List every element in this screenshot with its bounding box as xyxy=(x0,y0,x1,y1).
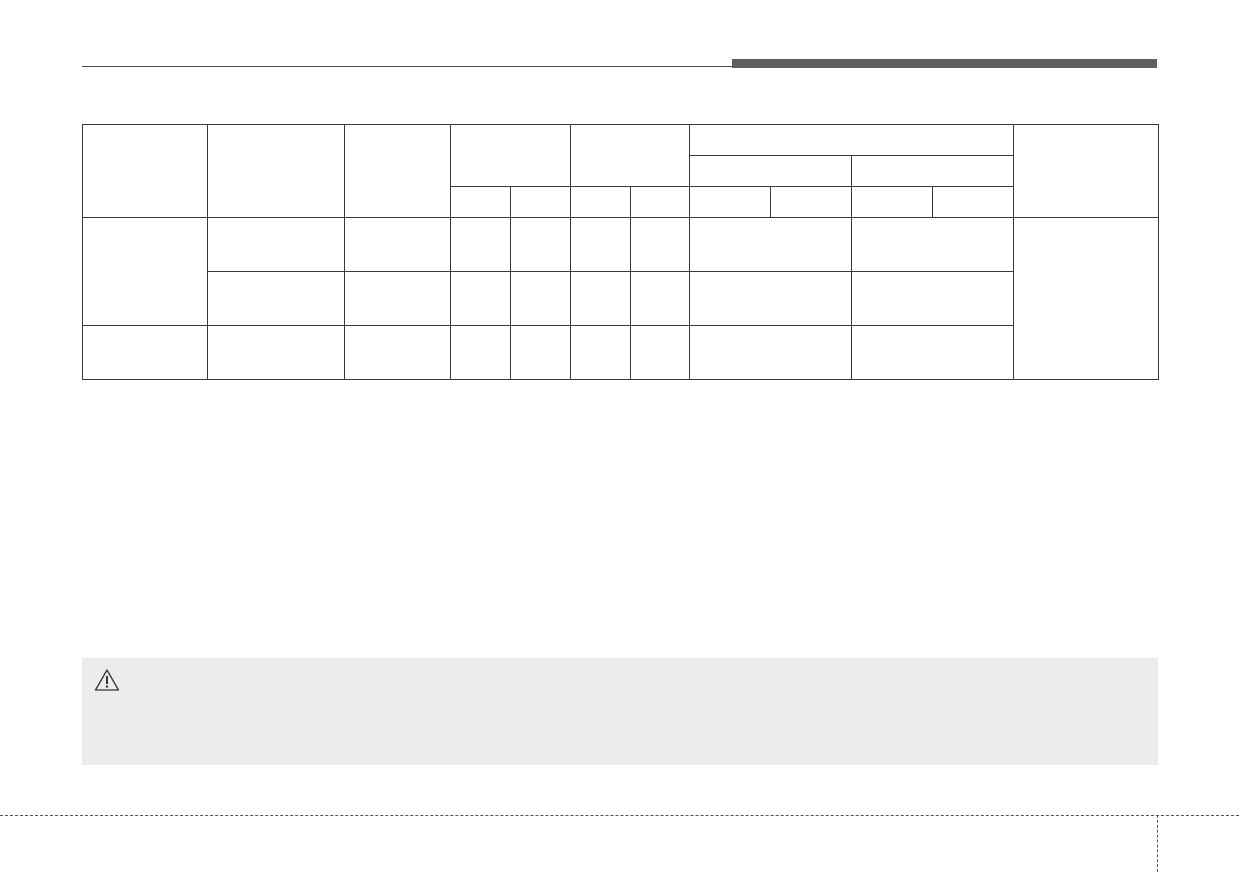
header-c-sub1 xyxy=(689,155,852,187)
table-cell xyxy=(1013,217,1159,380)
header-section-bar xyxy=(732,59,1157,68)
table-cell xyxy=(630,271,690,326)
header-c-sub2 xyxy=(851,155,1014,187)
table-cell xyxy=(689,325,852,380)
header-last xyxy=(1013,124,1159,218)
footer-dashed-rule xyxy=(0,815,1239,816)
table-cell xyxy=(689,217,852,272)
table-cell xyxy=(207,217,345,272)
table-row xyxy=(83,271,1159,326)
table-cell xyxy=(207,271,345,326)
table-cell xyxy=(510,271,571,326)
header-c1a xyxy=(689,186,771,218)
header-rule xyxy=(82,66,732,67)
table-cell xyxy=(510,325,571,380)
footer-vertical-rule xyxy=(1157,815,1158,872)
warning-triangle-icon xyxy=(94,668,120,692)
table-cell xyxy=(344,271,451,326)
table-row xyxy=(82,217,1159,380)
table-cell xyxy=(82,325,208,380)
table-cell xyxy=(851,217,1014,272)
table-cell xyxy=(450,271,511,326)
table-cell xyxy=(570,325,631,380)
table-cell xyxy=(630,217,690,272)
table-cell xyxy=(82,217,208,326)
warning-box xyxy=(82,658,1158,765)
table-cell xyxy=(207,325,345,380)
header-b2 xyxy=(630,186,690,218)
header-a2 xyxy=(510,186,571,218)
header-group-b xyxy=(570,124,690,187)
table-cell xyxy=(630,325,690,380)
header-c1b xyxy=(770,186,852,218)
header-c2b xyxy=(932,186,1014,218)
table-cell xyxy=(689,271,852,326)
header-b1 xyxy=(570,186,631,218)
header-c2a xyxy=(851,186,933,218)
spec-table xyxy=(82,124,1159,380)
table-cell xyxy=(851,271,1014,326)
header-col2 xyxy=(207,124,345,218)
table-cell xyxy=(570,271,631,326)
header-group-a xyxy=(450,124,571,187)
table-cell xyxy=(450,217,511,272)
header-col3 xyxy=(344,124,451,218)
header-group-c xyxy=(689,124,1014,156)
table-cell xyxy=(344,325,451,380)
table-cell xyxy=(450,325,511,380)
header-a1 xyxy=(450,186,511,218)
table-cell xyxy=(851,325,1014,380)
table-cell xyxy=(510,217,571,272)
table-row xyxy=(82,325,1159,380)
header-col1 xyxy=(82,124,208,218)
table-cell xyxy=(570,217,631,272)
table-cell xyxy=(344,217,451,272)
